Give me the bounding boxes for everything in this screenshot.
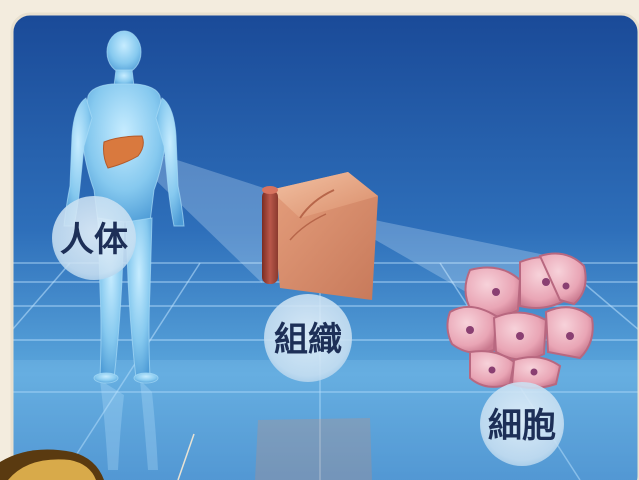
label-body-text: 人体 [60, 220, 128, 260]
label-cell: 細胞 [480, 382, 564, 466]
label-cell-text: 細胞 [488, 406, 556, 446]
label-tissue: 組織 [264, 294, 352, 382]
tissue-block [262, 172, 378, 300]
label-body: 人体 [52, 196, 136, 280]
label-tissue-text: 組織 [274, 320, 342, 360]
tissue-reflection [255, 418, 372, 480]
blood-vessel [262, 190, 278, 284]
